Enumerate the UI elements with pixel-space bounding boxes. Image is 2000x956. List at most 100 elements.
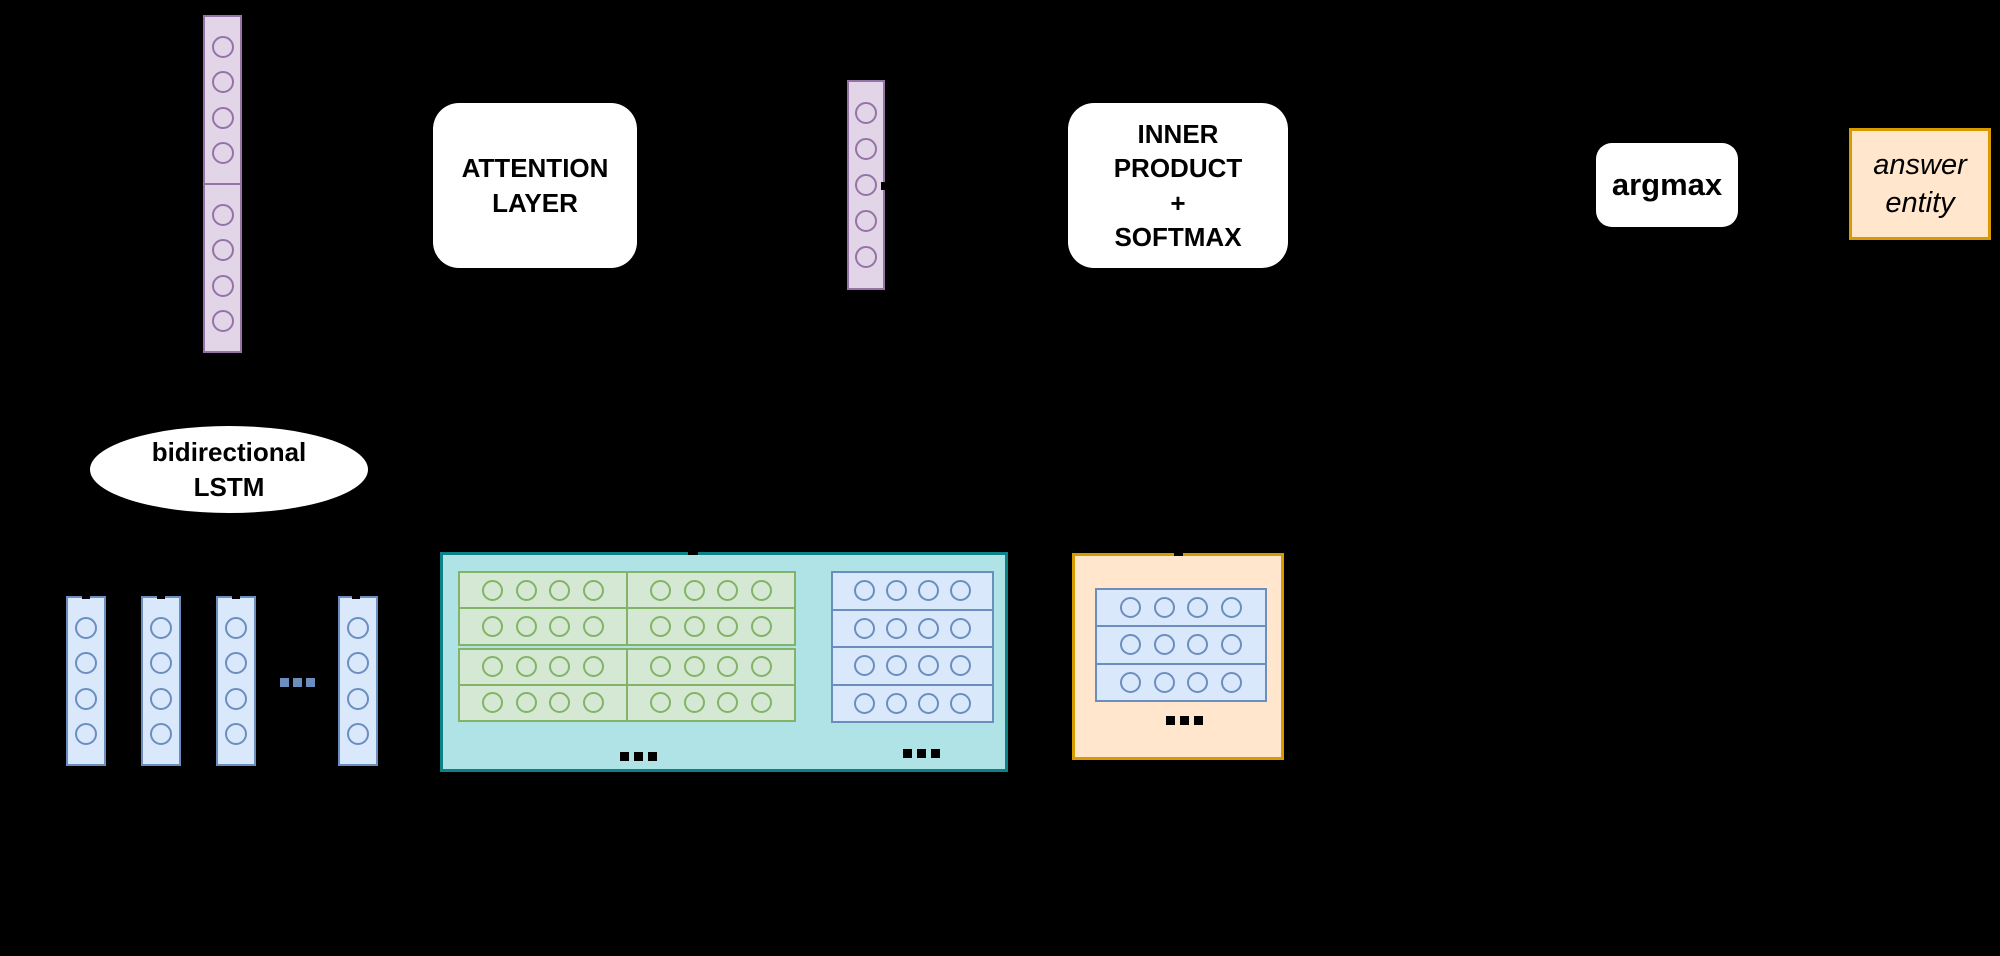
embedding-circle bbox=[950, 692, 971, 714]
embedding-circle bbox=[854, 617, 875, 639]
memory-row bbox=[458, 607, 796, 646]
embedding-circle bbox=[1187, 671, 1209, 693]
embedding-circle bbox=[482, 692, 504, 714]
embedding-circle bbox=[1153, 597, 1175, 619]
word-vector-4 bbox=[338, 596, 378, 766]
embedding-circle bbox=[854, 580, 875, 602]
embedding-circle bbox=[717, 656, 739, 678]
embedding-circle bbox=[1119, 597, 1141, 619]
embedding-circle bbox=[225, 617, 247, 640]
ellipsis-dot bbox=[648, 752, 657, 761]
attention-layer-box: ATTENTION LAYER bbox=[433, 103, 637, 268]
ellipsis-dot bbox=[1166, 716, 1175, 725]
embedding-circle bbox=[1221, 671, 1243, 693]
embedding-circle bbox=[582, 615, 604, 637]
memory-cell bbox=[1095, 662, 1267, 702]
memory-cell bbox=[1095, 588, 1267, 628]
arrowhead-mark bbox=[157, 593, 165, 599]
candidate-answer-table bbox=[1095, 588, 1267, 702]
embedding-circle bbox=[211, 309, 234, 332]
attended-question-vector bbox=[847, 80, 885, 290]
embedding-circle bbox=[482, 615, 504, 637]
argmax-box: argmax bbox=[1596, 143, 1738, 227]
embedding-circle bbox=[854, 655, 875, 677]
memory-row bbox=[1095, 625, 1267, 665]
memory-value-table bbox=[831, 571, 994, 723]
memory-row bbox=[1095, 662, 1267, 702]
memory-cell bbox=[458, 683, 628, 722]
memory-cell bbox=[831, 683, 994, 723]
embedding-circle bbox=[515, 615, 537, 637]
word-vectors-ellipsis-dots bbox=[280, 678, 315, 687]
embedding-circle bbox=[211, 239, 234, 262]
word-vector-2 bbox=[141, 596, 181, 766]
embedding-circle bbox=[918, 617, 939, 639]
ellipsis-dot bbox=[1194, 716, 1203, 725]
embedding-circle bbox=[950, 655, 971, 677]
memory-row bbox=[458, 571, 796, 610]
embedding-circle bbox=[150, 722, 172, 745]
arrowhead-mark bbox=[688, 549, 698, 555]
word-vector-2-body bbox=[141, 596, 181, 766]
embedding-circle bbox=[515, 656, 537, 678]
ellipsis-dot bbox=[634, 752, 643, 761]
ellipsis-dot bbox=[931, 749, 940, 758]
embedding-circle bbox=[918, 580, 939, 602]
question-vector-top-half bbox=[203, 15, 242, 185]
embedding-circle bbox=[211, 141, 234, 164]
memory-cell bbox=[626, 571, 796, 610]
memory-cell bbox=[831, 608, 994, 648]
inner-product-softmax-label: INNER PRODUCT + SOFTMAX bbox=[1113, 118, 1243, 252]
ellipsis-dot bbox=[306, 678, 315, 687]
embedding-circle bbox=[1221, 634, 1243, 656]
embedding-circle bbox=[855, 210, 877, 232]
embedding-circle bbox=[855, 246, 877, 268]
ellipsis-dot bbox=[1180, 716, 1189, 725]
ellipsis-dot bbox=[620, 752, 629, 761]
embedding-circle bbox=[211, 71, 234, 94]
candidate-table-ellipsis-dots bbox=[1166, 716, 1203, 725]
embedding-circle bbox=[683, 579, 705, 601]
embedding-circle bbox=[75, 617, 97, 640]
embedding-circle bbox=[683, 656, 705, 678]
embedding-circle bbox=[211, 106, 234, 129]
embedding-circle bbox=[950, 617, 971, 639]
embedding-circle bbox=[1187, 597, 1209, 619]
embedding-circle bbox=[211, 274, 234, 297]
embedding-circle bbox=[750, 692, 772, 714]
embedding-circle bbox=[549, 579, 571, 601]
word-vector-4-body bbox=[338, 596, 378, 766]
embedding-circle bbox=[650, 692, 672, 714]
argmax-label: argmax bbox=[1611, 166, 1723, 202]
embedding-circle bbox=[1119, 634, 1141, 656]
embedding-circle bbox=[150, 687, 172, 710]
embedding-circle bbox=[650, 615, 672, 637]
embedding-circle bbox=[650, 579, 672, 601]
embedding-circle bbox=[347, 617, 369, 640]
key-value-table-ellipsis-dots bbox=[620, 752, 657, 761]
memory-cell bbox=[458, 607, 628, 646]
embedding-circle bbox=[75, 722, 97, 745]
arrowhead-mark bbox=[1174, 550, 1183, 556]
embedding-circle bbox=[582, 656, 604, 678]
question-vector bbox=[203, 15, 242, 353]
embedding-circle bbox=[225, 652, 247, 675]
attention-layer-label: ATTENTION LAYER bbox=[461, 153, 609, 218]
memory-cell bbox=[626, 647, 796, 686]
ellipsis-dot bbox=[903, 749, 912, 758]
memory-row bbox=[458, 683, 796, 722]
embedding-circle bbox=[717, 692, 739, 714]
embedding-circle bbox=[75, 652, 97, 675]
ellipsis-dot bbox=[293, 678, 302, 687]
embedding-circle bbox=[750, 579, 772, 601]
embedding-circle bbox=[886, 580, 907, 602]
memory-row bbox=[831, 683, 994, 723]
embedding-circle bbox=[211, 204, 234, 227]
memory-row bbox=[831, 608, 994, 648]
embedding-circle bbox=[750, 615, 772, 637]
memory-cell bbox=[626, 683, 796, 722]
embedding-circle bbox=[582, 692, 604, 714]
embedding-circle bbox=[886, 617, 907, 639]
memory-cell bbox=[458, 647, 628, 686]
word-vector-1 bbox=[66, 596, 106, 766]
